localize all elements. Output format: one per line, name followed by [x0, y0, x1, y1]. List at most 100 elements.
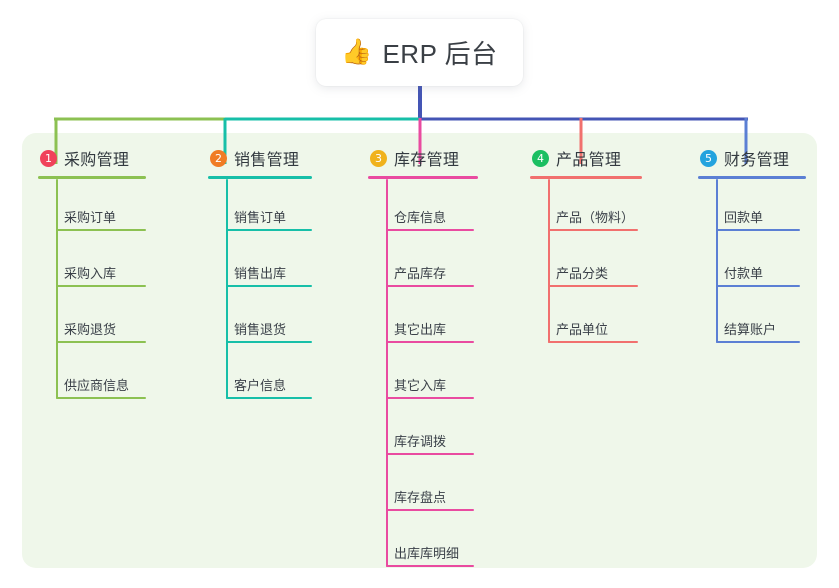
leaf-node[interactable]: 采购订单 — [38, 179, 146, 235]
branch-item-list: 销售订单销售出库销售退货客户信息 — [208, 179, 312, 403]
leaf-node[interactable]: 其它入库 — [368, 347, 478, 403]
leaf-node-rule — [56, 397, 146, 399]
leaf-node-label: 回款单 — [724, 210, 764, 225]
branch-title: 采购管理 — [64, 152, 130, 169]
leaf-node-rule — [386, 397, 474, 399]
leaf-node-rule — [386, 341, 474, 343]
leaf-node-rule — [226, 397, 312, 399]
leaf-node-label: 采购退货 — [64, 322, 117, 337]
leaf-node-rule — [716, 341, 800, 343]
leaf-node-label: 采购订单 — [64, 210, 117, 225]
branch-title: 销售管理 — [234, 152, 300, 169]
leaf-node-rule — [548, 341, 638, 343]
branch-spine — [716, 179, 718, 343]
leaf-node[interactable]: 付款单 — [698, 235, 806, 291]
branch-number-badge: 1 — [40, 149, 57, 167]
leaf-node-label: 销售退货 — [234, 322, 287, 337]
leaf-node[interactable]: 产品分类 — [530, 235, 642, 291]
branch-header-5[interactable]: 5 财务管理 — [698, 146, 806, 170]
leaf-node[interactable]: 采购入库 — [38, 235, 146, 291]
thumbs-up-icon: 👍 — [341, 38, 373, 66]
branch-column-5: 5 财务管理回款单付款单结算账户 — [698, 146, 806, 347]
leaf-node-rule — [548, 229, 638, 231]
branch-header-rule — [38, 176, 146, 179]
leaf-node-rule — [226, 285, 312, 287]
branches-panel — [22, 133, 817, 568]
branch-spine — [548, 179, 550, 343]
branch-number-badge: 4 — [532, 149, 549, 167]
branch-column-2: 2 销售管理销售订单销售出库销售退货客户信息 — [208, 146, 312, 403]
leaf-node-label: 其它出库 — [394, 322, 447, 337]
branch-item-list: 产品（物料） 产品分类产品单位 — [530, 179, 642, 347]
branch-header-4[interactable]: 4 产品管理 — [530, 146, 642, 170]
branch-spine — [226, 179, 228, 399]
branch-item-list: 采购订单采购入库采购退货供应商信息 — [38, 179, 146, 403]
branch-header-rule — [208, 176, 312, 179]
leaf-node-label: 付款单 — [724, 266, 764, 281]
leaf-node[interactable]: 产品（物料） — [530, 179, 642, 235]
leaf-node-label: 产品（物料） — [556, 210, 635, 225]
leaf-node-label: 仓库信息 — [394, 210, 447, 225]
leaf-node[interactable]: 供应商信息 — [38, 347, 146, 403]
branch-item-list: 仓库信息产品库存其它出库其它入库库存调拨库存盘点出库库明细 — [368, 179, 478, 571]
leaf-node-rule — [548, 285, 638, 287]
leaf-node-label: 产品分类 — [556, 266, 609, 281]
branch-number-badge: 3 — [370, 149, 387, 167]
leaf-node[interactable]: 出库库明细 — [368, 515, 478, 571]
leaf-node-label: 库存盘点 — [394, 490, 447, 505]
leaf-node[interactable]: 销售退货 — [208, 291, 312, 347]
branch-item-list: 回款单付款单结算账户 — [698, 179, 806, 347]
leaf-node[interactable]: 客户信息 — [208, 347, 312, 403]
leaf-node-label: 销售出库 — [234, 266, 287, 281]
leaf-node-label: 其它入库 — [394, 378, 447, 393]
branch-number-badge: 2 — [210, 149, 227, 167]
branch-header-rule — [368, 176, 478, 179]
leaf-node-label: 产品库存 — [394, 266, 447, 281]
leaf-node-rule — [226, 341, 312, 343]
branch-column-1: 1 采购管理采购订单采购入库采购退货供应商信息 — [38, 146, 146, 403]
branch-spine — [56, 179, 58, 399]
leaf-node-rule — [56, 229, 146, 231]
root-node[interactable]: 👍 ERP 后台 — [316, 19, 523, 86]
branch-number-badge: 5 — [700, 149, 717, 167]
branch-header-rule — [698, 176, 806, 179]
root-node-title: ERP 后台 — [382, 39, 498, 69]
leaf-node[interactable]: 库存调拨 — [368, 403, 478, 459]
leaf-node-label: 销售订单 — [234, 210, 287, 225]
branch-title: 库存管理 — [394, 152, 460, 169]
branch-header-rule — [530, 176, 642, 179]
leaf-node-rule — [716, 229, 800, 231]
leaf-node[interactable]: 其它出库 — [368, 291, 478, 347]
leaf-node-rule — [386, 509, 474, 511]
leaf-node[interactable]: 产品单位 — [530, 291, 642, 347]
branch-spine — [386, 179, 388, 567]
branch-header-1[interactable]: 1 采购管理 — [38, 146, 146, 170]
leaf-node-rule — [386, 453, 474, 455]
branch-header-3[interactable]: 3 库存管理 — [368, 146, 478, 170]
leaf-node-rule — [716, 285, 800, 287]
branch-header-2[interactable]: 2 销售管理 — [208, 146, 312, 170]
leaf-node-rule — [386, 565, 474, 567]
leaf-node[interactable]: 销售出库 — [208, 235, 312, 291]
leaf-node-rule — [56, 341, 146, 343]
leaf-node-rule — [386, 285, 474, 287]
leaf-node-rule — [226, 229, 312, 231]
leaf-node[interactable]: 产品库存 — [368, 235, 478, 291]
branch-title: 产品管理 — [556, 152, 622, 169]
branch-title: 财务管理 — [724, 152, 790, 169]
leaf-node[interactable]: 结算账户 — [698, 291, 806, 347]
branch-column-4: 4 产品管理产品（物料） 产品分类产品单位 — [530, 146, 642, 347]
leaf-node[interactable]: 销售订单 — [208, 179, 312, 235]
leaf-node-label: 库存调拨 — [394, 434, 447, 449]
leaf-node[interactable]: 仓库信息 — [368, 179, 478, 235]
leaf-node[interactable]: 采购退货 — [38, 291, 146, 347]
leaf-node-label: 结算账户 — [724, 322, 777, 337]
leaf-node-rule — [56, 285, 146, 287]
leaf-node[interactable]: 库存盘点 — [368, 459, 478, 515]
leaf-node[interactable]: 回款单 — [698, 179, 806, 235]
branch-column-3: 3 库存管理仓库信息产品库存其它出库其它入库库存调拨库存盘点出库库明细 — [368, 146, 478, 571]
leaf-node-rule — [386, 229, 474, 231]
leaf-node-label: 供应商信息 — [64, 378, 130, 393]
leaf-node-label: 出库库明细 — [394, 546, 460, 561]
